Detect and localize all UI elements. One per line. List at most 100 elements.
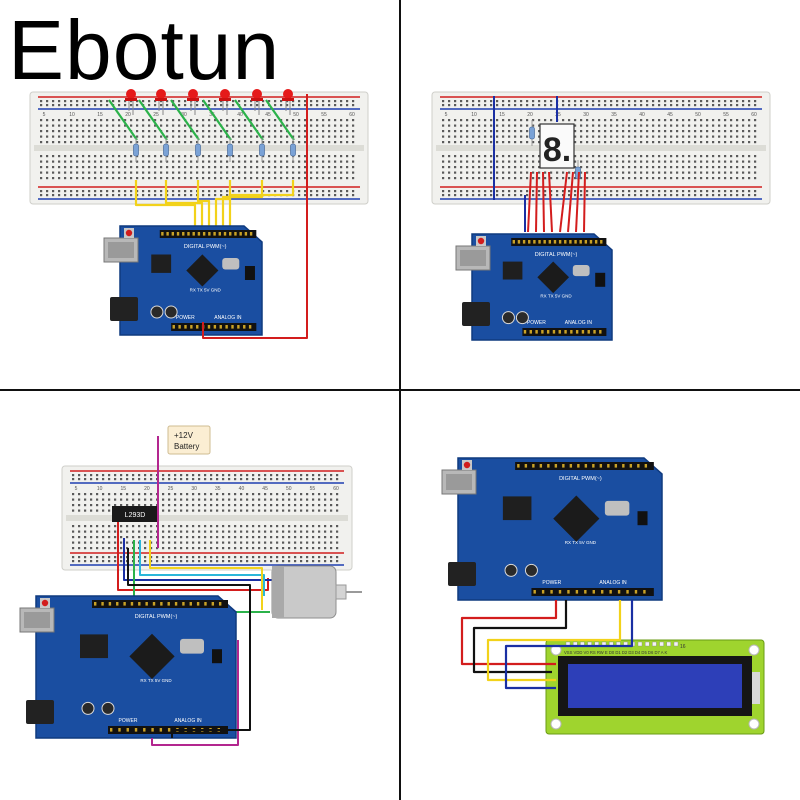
breadboard-hole bbox=[754, 194, 757, 197]
breadboard-hole bbox=[634, 135, 637, 138]
breadboard-hole bbox=[328, 135, 331, 138]
breadboard-hole bbox=[312, 504, 315, 507]
breadboard-hole bbox=[742, 155, 745, 158]
breadboard-hole bbox=[114, 547, 117, 550]
breadboard-hole bbox=[180, 525, 183, 528]
breadboard-hole bbox=[276, 525, 279, 528]
breadboard-hole bbox=[82, 124, 85, 127]
breadboard-hole bbox=[532, 171, 535, 174]
breadboard-hole bbox=[298, 141, 301, 144]
breadboard-hole bbox=[676, 135, 679, 138]
breadboard-hole bbox=[472, 160, 475, 163]
breadboard-hole bbox=[592, 194, 595, 197]
breadboard-hole bbox=[138, 498, 141, 501]
breadboard-hole bbox=[460, 171, 463, 174]
breadboard-hole bbox=[622, 166, 625, 169]
led-body bbox=[156, 89, 166, 99]
breadboard-hole bbox=[676, 194, 679, 197]
motor-bearing bbox=[335, 584, 347, 600]
breadboard-hole bbox=[124, 119, 127, 122]
breadboard-hole bbox=[580, 160, 583, 163]
breadboard-hole bbox=[180, 474, 183, 477]
breadboard-hole bbox=[472, 100, 475, 103]
breadboard-hole bbox=[280, 190, 283, 193]
breadboard-hole bbox=[172, 124, 175, 127]
breadboard-hole bbox=[102, 530, 105, 533]
breadboard-hole bbox=[264, 560, 267, 563]
header-pin bbox=[593, 330, 596, 334]
breadboard-hole bbox=[748, 141, 751, 144]
wire-red bbox=[535, 171, 538, 233]
breadboard-hole bbox=[94, 155, 97, 158]
breadboard-hole bbox=[712, 190, 715, 193]
breadboard-hole bbox=[478, 190, 481, 193]
breadboard-hole bbox=[232, 166, 235, 169]
breadboard-hole bbox=[724, 177, 727, 180]
breadboard-hole bbox=[166, 104, 169, 107]
breadboard-hole bbox=[190, 190, 193, 193]
breadboard-hole bbox=[192, 509, 195, 512]
breadboard-hole bbox=[658, 104, 661, 107]
breadboard-hole bbox=[304, 177, 307, 180]
breadboard-hole bbox=[460, 100, 463, 103]
breadboard-hole bbox=[286, 155, 289, 158]
power-jack bbox=[26, 700, 54, 724]
breadboard-hole bbox=[192, 498, 195, 501]
breadboard-hole bbox=[682, 166, 685, 169]
breadboard-hole bbox=[258, 560, 261, 563]
breadboard-hole bbox=[736, 135, 739, 138]
breadboard-hole bbox=[574, 171, 577, 174]
breadboard-hole bbox=[180, 509, 183, 512]
header-pin bbox=[174, 602, 178, 606]
breadboard-hole bbox=[114, 560, 117, 563]
breadboard-hole bbox=[484, 119, 487, 122]
breadboard-hole bbox=[70, 104, 73, 107]
breadboard-hole bbox=[94, 119, 97, 122]
resistor bbox=[163, 138, 169, 162]
header-pin bbox=[218, 602, 222, 606]
breadboard-hole bbox=[64, 141, 67, 144]
breadboard-hole bbox=[64, 177, 67, 180]
breadboard-hole bbox=[100, 160, 103, 163]
breadboard-hole bbox=[238, 130, 241, 133]
breadboard-hole bbox=[120, 556, 123, 559]
breadboard-hole bbox=[298, 166, 301, 169]
breadboard-hole bbox=[322, 124, 325, 127]
breadboard-hole bbox=[520, 160, 523, 163]
breadboard-hole bbox=[150, 474, 153, 477]
breadboard-hole bbox=[246, 530, 249, 533]
breadboard-hole bbox=[160, 135, 163, 138]
breadboard-hole bbox=[742, 190, 745, 193]
breadboard-hole bbox=[76, 155, 79, 158]
breadboard-hole bbox=[310, 100, 313, 103]
breadboard-hole bbox=[330, 474, 333, 477]
breadboard-hole bbox=[222, 541, 225, 544]
breadboard-hole bbox=[256, 135, 259, 138]
breadboard-hole bbox=[658, 141, 661, 144]
breadboard-hole bbox=[144, 504, 147, 507]
digital-label: DIGITAL PWM(~) bbox=[135, 614, 178, 620]
breadboard-hole bbox=[108, 493, 111, 496]
breadboard-hole bbox=[574, 130, 577, 133]
breadboard-hole bbox=[286, 104, 289, 107]
wire-red bbox=[117, 522, 269, 591]
breadboard-hole bbox=[490, 119, 493, 122]
breadboard-hole bbox=[178, 194, 181, 197]
breadboard-hole bbox=[628, 166, 631, 169]
breadboard-hole bbox=[544, 190, 547, 193]
breadboard-hole bbox=[346, 166, 349, 169]
breadboard-hole bbox=[154, 155, 157, 158]
breadboard-hole bbox=[330, 556, 333, 559]
breadboard-hole bbox=[334, 171, 337, 174]
breadboard-hole bbox=[160, 104, 163, 107]
breadboard-hole bbox=[226, 130, 229, 133]
breadboard-hole bbox=[312, 509, 315, 512]
breadboard-hole bbox=[192, 478, 195, 481]
breadboard-hole bbox=[256, 160, 259, 163]
breadboard-hole bbox=[184, 194, 187, 197]
breadboard-hole bbox=[258, 525, 261, 528]
breadboard-hole bbox=[168, 541, 171, 544]
breadboard-hole bbox=[292, 124, 295, 127]
breadboard-hole bbox=[736, 171, 739, 174]
breadboard-hole bbox=[346, 124, 349, 127]
